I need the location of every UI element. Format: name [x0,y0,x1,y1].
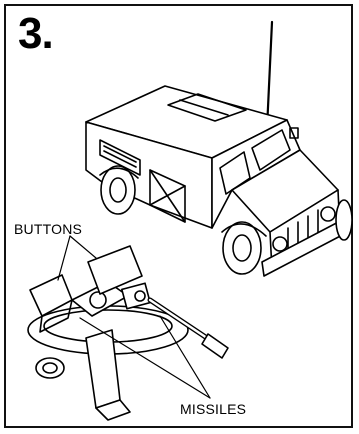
buttons-callout-label: BUTTONS [14,222,82,236]
wheel-icon [101,166,135,214]
missiles-callout-label: MISSILES [180,402,246,416]
missile-launcher-illustration [28,246,188,420]
armored-truck-illustration [86,22,352,276]
wheel-icon [336,200,352,240]
wheel-icon [223,222,261,274]
